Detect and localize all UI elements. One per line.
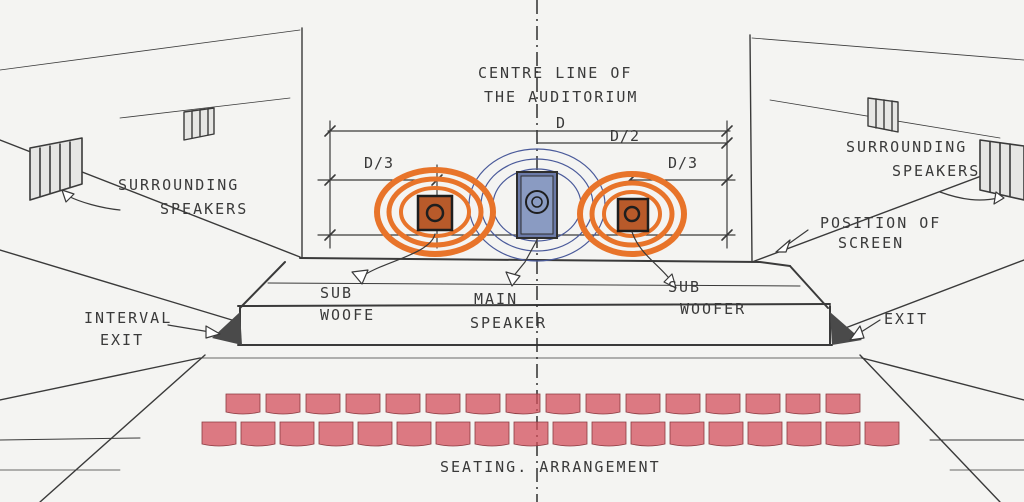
seat [552, 421, 588, 447]
seat [505, 393, 541, 415]
seat [864, 421, 900, 447]
sub-left-label-2: WOOFE [320, 306, 375, 324]
surround-right-label-2: SPEAKERS [892, 162, 980, 180]
centre-line-label-2: THE AUDITORIUM [484, 88, 638, 106]
seat [396, 421, 432, 447]
seat [385, 393, 421, 415]
seat [665, 393, 701, 415]
seating-arrangement-label: SEATING. ARRANGEMENT [440, 458, 661, 476]
main-speaker-label-2: SPEAKER [470, 314, 547, 332]
seat [465, 393, 501, 415]
left-subwoofer-icon [416, 194, 454, 232]
dim-label-d-third-left: D/3 [364, 154, 394, 172]
sub-right-label-1: SUB [668, 278, 701, 296]
seat [745, 393, 781, 415]
dim-label-d-half: D/2 [610, 127, 640, 145]
surround-speaker-left-2-icon [183, 107, 215, 141]
seat [435, 421, 471, 447]
seat [591, 421, 627, 447]
main-speaker-icon [516, 171, 558, 239]
seating-rows [201, 393, 900, 447]
interval-exit-shape [212, 312, 242, 345]
exit-right-label: EXIT [884, 310, 928, 328]
dim-label-d-third-right: D/3 [668, 154, 698, 172]
interval-exit-label-2: EXIT [100, 331, 144, 349]
seat [545, 393, 581, 415]
seat [705, 393, 741, 415]
seat [279, 421, 315, 447]
seat [785, 393, 821, 415]
interval-exit-label-1: INTERVAL [84, 309, 172, 327]
seat [474, 421, 510, 447]
seat [625, 393, 661, 415]
seat [225, 393, 261, 415]
surround-left-label-1: SURROUNDING [118, 176, 239, 194]
sub-left-label-1: SUB [320, 284, 353, 302]
seat [630, 421, 666, 447]
seat [708, 421, 744, 447]
position-screen-label-2: SCREEN [838, 234, 904, 252]
seat [305, 393, 341, 415]
surround-left-label-2: SPEAKERS [160, 200, 248, 218]
seat [786, 421, 822, 447]
seat [425, 393, 461, 415]
sub-right-label-2: WOOFER [680, 300, 746, 318]
seat [825, 421, 861, 447]
surround-right-label-1: SURROUNDING [846, 138, 967, 156]
centre-line-label-1: CENTRE LINE OF [478, 64, 632, 82]
leader-arrows [61, 189, 1005, 341]
surround-speaker-right-2-icon [979, 139, 1024, 201]
seat [201, 421, 237, 447]
surround-speaker-left-1-icon [29, 137, 83, 201]
seat [747, 421, 783, 447]
position-screen-label-1: POSITION OF [820, 214, 941, 232]
seat [825, 393, 861, 415]
seat [513, 421, 549, 447]
seat [318, 421, 354, 447]
seat [240, 421, 276, 447]
seat [585, 393, 621, 415]
right-subwoofer-icon [616, 197, 650, 233]
seat [345, 393, 381, 415]
surround-speaker-right-1-icon [867, 97, 899, 133]
seat [357, 421, 393, 447]
right-subwoofer-rings [577, 171, 687, 257]
room-outline [0, 27, 1024, 331]
auditorium-floor [0, 354, 1024, 502]
main-speaker-label-1: MAIN [474, 290, 518, 308]
right-exit-shape [830, 312, 862, 345]
stage-platform [237, 257, 833, 346]
seat [265, 393, 301, 415]
seat [669, 421, 705, 447]
dim-label-d: D [556, 114, 566, 132]
